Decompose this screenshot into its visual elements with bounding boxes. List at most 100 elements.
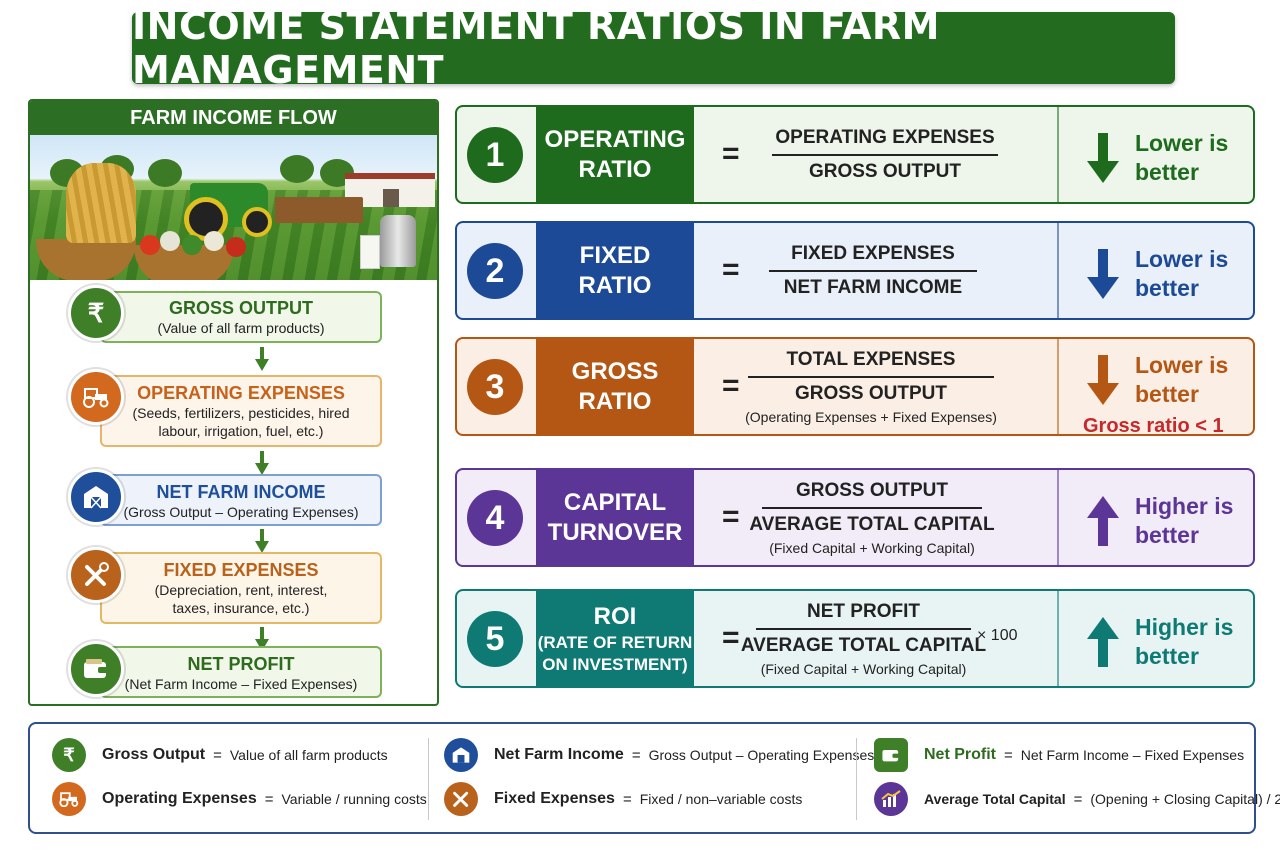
legend-item-fixed-expenses: Fixed Expenses = Fixed / non–variable co…: [444, 782, 802, 816]
equals-sign: =: [722, 500, 740, 533]
formula-numerator: NET PROFIT: [807, 600, 920, 622]
legend-equals: =: [213, 746, 222, 764]
flow-step-title: OPERATING EXPENSES: [137, 383, 345, 403]
arrow-down-icon: [255, 451, 269, 475]
tools-icon: [444, 782, 478, 816]
legend-term: Fixed Expenses: [494, 790, 615, 807]
flow-step-net-farm-income: NET FARM INCOME (Gross Output – Operatin…: [100, 474, 382, 526]
arrow-down-icon: [1087, 249, 1119, 299]
fraction-bar: [762, 506, 982, 509]
row-divider: [1057, 339, 1059, 434]
ratio-name-line: GROSS: [571, 357, 659, 385]
arrow-down-icon: [255, 529, 269, 553]
legend-equals: =: [631, 746, 641, 764]
ratio-formula: FIXED EXPENSES NET FARM INCOME: [769, 223, 977, 318]
flow-step-net-profit: NET PROFIT (Net Farm Income – Fixed Expe…: [100, 646, 382, 698]
fraction-bar: [756, 627, 971, 630]
ratio-verdict: Lower is better: [1079, 223, 1249, 318]
flow-step-operating-expenses: OPERATING EXPENSES (Seeds, fertilizers, …: [100, 375, 382, 447]
fraction-bar: [772, 153, 998, 156]
formula-note: (Fixed Capital + Working Capital): [760, 660, 967, 677]
tree: [148, 159, 182, 187]
ratio-name-line: FIXED: [579, 241, 651, 269]
tractor-image: [184, 183, 272, 241]
tractor-icon: [68, 369, 124, 425]
formula-denominator: NET FARM INCOME: [783, 276, 963, 298]
ratio-name-line: RATIO: [578, 155, 652, 183]
tractor-icon: [52, 782, 86, 816]
legend-definition: Variable / running costs: [281, 791, 427, 807]
ratio-name-line: CAPITAL: [563, 488, 667, 516]
tomato: [140, 235, 160, 255]
barn-icon: [68, 469, 124, 525]
tomato: [226, 237, 246, 257]
legend-term: Operating Expenses: [102, 790, 257, 807]
page-title: INCOME STATEMENT RATIOS IN FARM MANAGEME…: [132, 4, 1175, 92]
legend-divider: [856, 738, 857, 820]
flow-step-title: NET PROFIT: [187, 654, 295, 674]
ratio-name-line: RATIO: [578, 271, 652, 299]
flow-step-desc: (Gross Output – Operating Expenses): [123, 504, 359, 520]
legend-item-gross-output: ₹ Gross Output = Value of all farm produ…: [52, 738, 388, 772]
formula-numerator: FIXED EXPENSES: [791, 242, 955, 264]
formula-note: (Fixed Capital + Working Capital): [769, 539, 975, 556]
wallet-icon: [874, 738, 908, 772]
legend-term: Net Profit: [924, 746, 996, 763]
arrow-down-icon: [255, 347, 269, 371]
formula-denominator: AVERAGE TOTAL CAPITAL: [740, 634, 987, 656]
legend-item-net-profit: Net Profit = Net Farm Income – Fixed Exp…: [874, 738, 1244, 772]
arrow-down-icon: [1087, 133, 1119, 183]
ratio-name-line: RATIO: [578, 387, 652, 415]
legend-item-average-total-capital: Average Total Capital = (Opening + Closi…: [874, 782, 1280, 816]
verdict-line: better: [1135, 643, 1199, 669]
formula-numerator: TOTAL EXPENSES: [786, 348, 956, 370]
flow-step-desc: (Value of all farm products): [157, 320, 325, 336]
legend-term: Gross Output: [102, 746, 206, 763]
legend-equals: =: [1073, 790, 1083, 808]
trailer: [275, 197, 363, 223]
rupee-icon: ₹: [52, 738, 86, 772]
verdict-line: better: [1135, 275, 1199, 301]
fraction-bar: [748, 375, 994, 378]
formula-note: (Operating Expenses + Fixed Expenses): [745, 408, 997, 425]
legend-item-net-farm-income: Net Farm Income = Gross Output – Operati…: [444, 738, 874, 772]
chart-icon: [874, 782, 908, 816]
equals-sign: =: [722, 621, 740, 654]
flow-step-title: NET FARM INCOME: [156, 482, 326, 502]
verdict-line: Lower is: [1135, 246, 1229, 272]
verdict-line: Lower is: [1135, 130, 1229, 156]
verdict-text: Lower is better: [1135, 245, 1228, 303]
farm-income-flow-panel: FARM INCOME FLOW GROSS OUTPUT (Val: [28, 99, 439, 706]
legend-definition: Fixed / non–variable costs: [639, 791, 803, 807]
legend-term: Net Farm Income: [494, 746, 624, 763]
row-divider: [1057, 470, 1059, 565]
farm-illustration: [30, 135, 437, 280]
formula-numerator: OPERATING EXPENSES: [775, 126, 995, 148]
rupee-icon: ₹: [68, 285, 124, 341]
ratio-name-line: OPERATING: [544, 125, 686, 153]
legend-definition: Gross Output – Operating Expenses: [648, 747, 875, 763]
flow-step-desc: taxes, insurance, etc.): [172, 600, 310, 616]
arrow-down-icon: [255, 627, 269, 651]
multiplier: × 100: [977, 627, 1018, 644]
legend-equals: =: [1004, 746, 1013, 764]
ratio-name-line: TURNOVER: [547, 518, 683, 546]
flow-step-desc: (Seeds, fertilizers, pesticides, hired: [132, 405, 350, 421]
tree: [280, 155, 314, 183]
ratio-number: 2: [467, 243, 523, 299]
fraction-bar: [769, 269, 977, 272]
formula-numerator: GROSS OUTPUT: [795, 479, 948, 501]
legend-definition: Net Farm Income – Fixed Expenses: [1020, 747, 1245, 763]
flow-step-gross-output: GROSS OUTPUT (Value of all farm products…: [100, 291, 382, 343]
